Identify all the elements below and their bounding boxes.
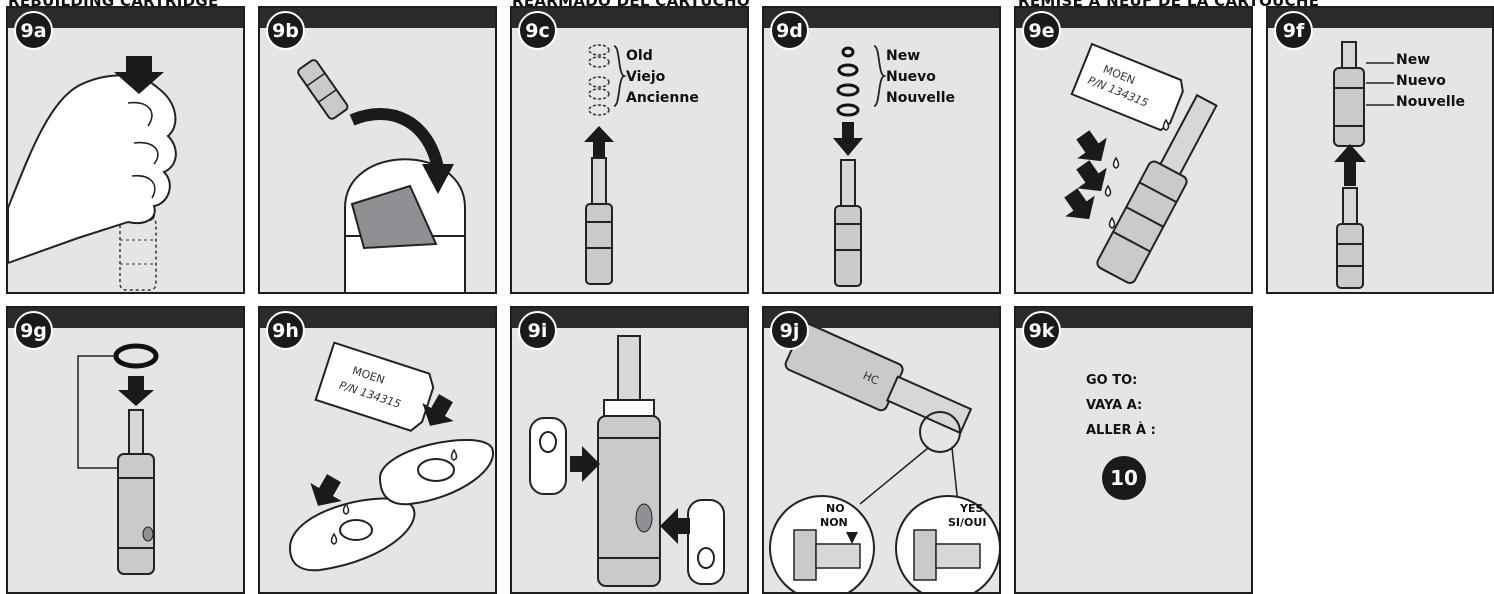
step-badge-9h: 9h xyxy=(266,311,305,350)
label-nouvelle: Nouvelle xyxy=(886,88,955,109)
install-new-orings-illustration xyxy=(764,8,1001,294)
step-badge-9j: 9j xyxy=(770,311,809,350)
check-orientation-illustration: HC NO NON YES SI/OUI xyxy=(764,308,1001,594)
discard-cartridge-illustration xyxy=(260,8,497,294)
new-parts-labels: New Nuevo Nouvelle xyxy=(1396,50,1465,113)
goto-french: ALLER À : xyxy=(1086,418,1156,443)
install-oring-illustration xyxy=(8,308,245,594)
grease-cartridge-illustration: MOEN P/N 134315 xyxy=(1016,8,1253,294)
step-badge-9a: 9a xyxy=(14,11,53,50)
panel-9c: 9c Old Viejo Ancienne xyxy=(510,6,749,294)
panel-9j: HC NO NON YES SI/OUI 9j xyxy=(762,306,1001,594)
goto-text: GO TO: VAYA A: ALLER À : xyxy=(1086,368,1156,443)
no-label-fr: NON xyxy=(820,516,848,529)
panel-9a: 9a xyxy=(6,6,245,294)
label-nouvelle: Nouvelle xyxy=(1396,92,1465,113)
step-badge-9f: 9f xyxy=(1274,11,1313,50)
old-oring-labels: Old Viejo Ancienne xyxy=(626,46,699,109)
grease-seals-illustration: MOEN P/N 134315 xyxy=(260,308,497,594)
label-new: New xyxy=(886,46,955,67)
step-badge-9k: 9k xyxy=(1022,311,1061,350)
panel-9f: 9f New Nuevo Nouvelle xyxy=(1266,6,1494,294)
panel-9h: MOEN P/N 134315 9h xyxy=(258,306,497,594)
label-new: New xyxy=(1396,50,1465,71)
label-viejo: Viejo xyxy=(626,67,699,88)
goto-spanish: VAYA A: xyxy=(1086,393,1156,418)
new-oring-labels: New Nuevo Nouvelle xyxy=(886,46,955,109)
goto-english: GO TO: xyxy=(1086,368,1156,393)
label-old: Old xyxy=(626,46,699,67)
step-badge-9e: 9e xyxy=(1022,11,1061,50)
step-badge-9b: 9b xyxy=(266,11,305,50)
panel-9b: 9b xyxy=(258,6,497,294)
no-label-en: NO xyxy=(826,502,845,515)
panel-9k: 9k GO TO: VAYA A: ALLER À : 10 xyxy=(1014,306,1253,594)
label-nuevo: Nuevo xyxy=(886,67,955,88)
panel-9i: 9i xyxy=(510,306,749,594)
step-badge-9c: 9c xyxy=(518,11,557,50)
yes-label-en: YES xyxy=(959,502,983,515)
press-cartridge-illustration xyxy=(8,8,245,294)
label-nuevo: Nuevo xyxy=(1396,71,1465,92)
label-ancienne: Ancienne xyxy=(626,88,699,109)
step-badge-9i: 9i xyxy=(518,311,557,350)
panel-9d: 9d New Nuevo Nouvelle xyxy=(762,6,1001,294)
yes-label-fr: SI/OUI xyxy=(948,516,986,529)
attach-seals-illustration xyxy=(512,308,749,594)
next-step-badge: 10 xyxy=(1102,456,1146,500)
panel-9e: MOEN P/N 134315 9e xyxy=(1014,6,1253,294)
step-badge-9d: 9d xyxy=(770,11,809,50)
panel-9g: 9g xyxy=(6,306,245,594)
step-badge-9g: 9g xyxy=(14,311,53,350)
